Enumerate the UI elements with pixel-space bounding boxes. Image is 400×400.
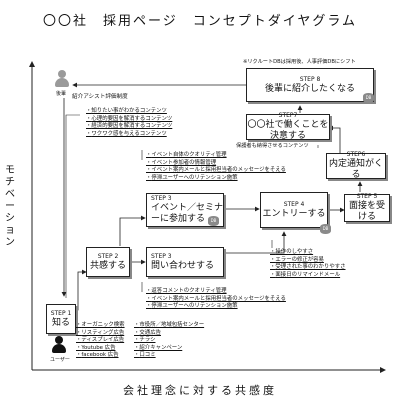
content-bullet-list: 知りたい事がわかるコンテンツ心理的要因を解消するコンテンツ経済的要因を解消するコ…	[86, 108, 172, 138]
step8-number: STEP 8	[299, 75, 321, 83]
entry-bullet: エラーの修正が容易	[270, 257, 346, 265]
step6-box: STEP6 内定通知がくる	[326, 151, 386, 180]
channel-item: 紹介キャンペーン	[134, 345, 204, 353]
step6-label: 内定通知がくる	[328, 159, 383, 180]
event-bullet: イベント自体のクオリティ管理	[146, 152, 286, 160]
step7-label: 〇〇社で働くことを決意する	[247, 120, 329, 141]
content-bullet: 心理的要因を解消するコンテンツ	[86, 116, 172, 124]
diagram-title: 〇〇社 採用ページ コンセプトダイヤグラム	[43, 14, 357, 29]
step4-label: エントリーする	[262, 208, 326, 219]
step5-label: 面接を受ける	[348, 201, 385, 222]
step8-label: 後輩に紹介したくなる	[264, 83, 355, 94]
event-bullet: イベント案内メールと採用担当者のメッセージをそえる	[146, 167, 286, 175]
step2-number: STEP 2	[97, 252, 119, 260]
channel-item: オーガニック検索	[76, 322, 124, 330]
recruit-db-note: ※リクルートDBは採用後、人事評価DBにシフト	[243, 59, 356, 65]
link-s1-content	[65, 114, 80, 298]
arrow-s6-s7	[328, 125, 341, 155]
step3-event-box: STEP 3 イベント／セミナーに参加する	[146, 193, 224, 227]
step4-db-icon: DB	[320, 224, 331, 234]
entry-bullet: 受理された事のわかりやすさ	[270, 264, 345, 272]
inquiry-bullet: イベント案内メールと採用担当者のメッセージをそえる	[146, 296, 286, 304]
event-bullet-list: イベント自体のクオリティ管理イベント参加者の情報管理イベント案内メールと採用担当…	[146, 152, 286, 182]
step1-label: 知る	[51, 317, 70, 328]
step4-box: STEP 4 エントリーする	[260, 192, 328, 228]
step7-number: STEP7	[278, 112, 298, 119]
channel-item: 交通広告	[134, 330, 204, 338]
event-bullet: イベント参加者の情報管理	[146, 160, 286, 168]
entry-bullet: 面接日のリマインドメール	[270, 272, 346, 280]
user-label: ユーザー	[50, 357, 70, 363]
content-bullet: ワクワク感を与えるコンテンツ	[86, 131, 172, 139]
content-bullet: 経済的要因を解消するコンテンツ	[86, 123, 172, 131]
step8-box: STEP 8 後輩に紹介したくなる	[246, 68, 374, 102]
channel-list-right: 市役所／地域包括センター交通広告チラシ紹介キャンペーン口コミ	[134, 322, 204, 360]
step3-db-icon: DB	[208, 216, 219, 226]
channel-item: チラシ	[134, 337, 204, 345]
x-axis-label: 会社理念に対する共感度	[123, 384, 277, 397]
step4-number: STEP 4	[283, 200, 305, 208]
step3-event-label: イベント／セミナーに参加する	[151, 203, 224, 224]
inquiry-bullet-list: 返答コメントのクオリティ管理イベント案内メールと採用担当者のメッセージをそえる停…	[146, 288, 286, 311]
step1-box: STEP 1 知る	[46, 304, 76, 334]
step7-box: STEP7 〇〇社で働くことを決意する	[246, 112, 330, 141]
arrow-s2-s3a	[119, 215, 146, 246]
inquiry-bullet: 返答コメントのクオリティ管理	[146, 288, 286, 296]
step3-inquiry-box: STEP 3 問い合わせする	[146, 247, 224, 277]
step2-box: STEP 2 共感する	[86, 247, 130, 277]
step2-label: 共感する	[89, 260, 126, 271]
channel-item: Youtube 広告	[76, 345, 125, 353]
step5-number: STEP 5	[356, 193, 378, 200]
channel-item: facebook 広告	[76, 352, 125, 360]
channel-item: リスティング広告	[76, 330, 125, 338]
entry-bullet: 操作のしやすさ	[270, 249, 346, 257]
step1-number: STEP 1	[50, 309, 72, 317]
step3-inquiry-number: STEP 3	[151, 252, 172, 260]
senior-person-icon	[55, 70, 69, 88]
channel-list-left: オーガニック検索リスティング広告ディスプレイ広告Youtube 広告facebo…	[76, 322, 125, 360]
channel-item: 口コミ	[134, 352, 204, 360]
referral-system-text: 紹介アシスト評価制度	[72, 94, 128, 100]
step5-box: STEP 5 面接を受ける	[344, 193, 390, 222]
event-bullet: 停滞ユーザーへのリテンション施策	[146, 175, 286, 183]
inquiry-bullet: 停滞ユーザーへのリテンション施策	[146, 303, 286, 311]
y-axis-label: モチベーション	[5, 165, 15, 248]
entry-bullet-list: 操作のしやすさエラーの修正が容易受理された事のわかりやすさ面接日のリマインドメー…	[270, 249, 346, 280]
senior-label: 後輩	[56, 91, 67, 97]
step3-event-number: STEP 3	[151, 195, 172, 202]
step8-db-icon: DB	[363, 93, 374, 103]
user-person-icon	[52, 336, 66, 354]
step3-inquiry-label: 問い合わせする	[151, 260, 215, 271]
guardian-content-text: 保護者も納得させるコンテンツ	[236, 143, 309, 149]
channel-item: ディスプレイ広告	[76, 337, 125, 345]
channel-item: 市役所／地域包括センター	[134, 322, 204, 330]
content-bullet: 知りたい事がわかるコンテンツ	[86, 108, 172, 116]
step6-number: STEP6	[346, 151, 366, 158]
